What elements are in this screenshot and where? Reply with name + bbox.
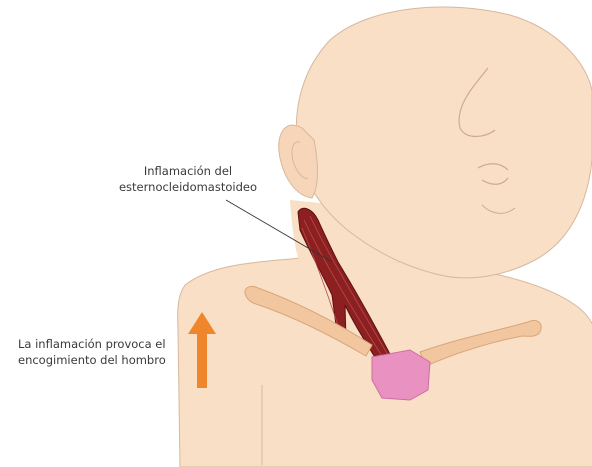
sternum	[372, 350, 430, 400]
shrug-label-line1: La inflamación provoca el	[18, 336, 166, 352]
inflammation-label-line2: esternocleidomastoideo	[118, 179, 258, 195]
shrug-label-line2: encogimiento del hombro	[18, 352, 166, 368]
shrug-label: La inflamación provoca el encogimiento d…	[18, 336, 166, 368]
inflammation-label: Inflamación del esternocleidomastoideo	[118, 163, 258, 195]
inflammation-label-line1: Inflamación del	[118, 163, 258, 179]
